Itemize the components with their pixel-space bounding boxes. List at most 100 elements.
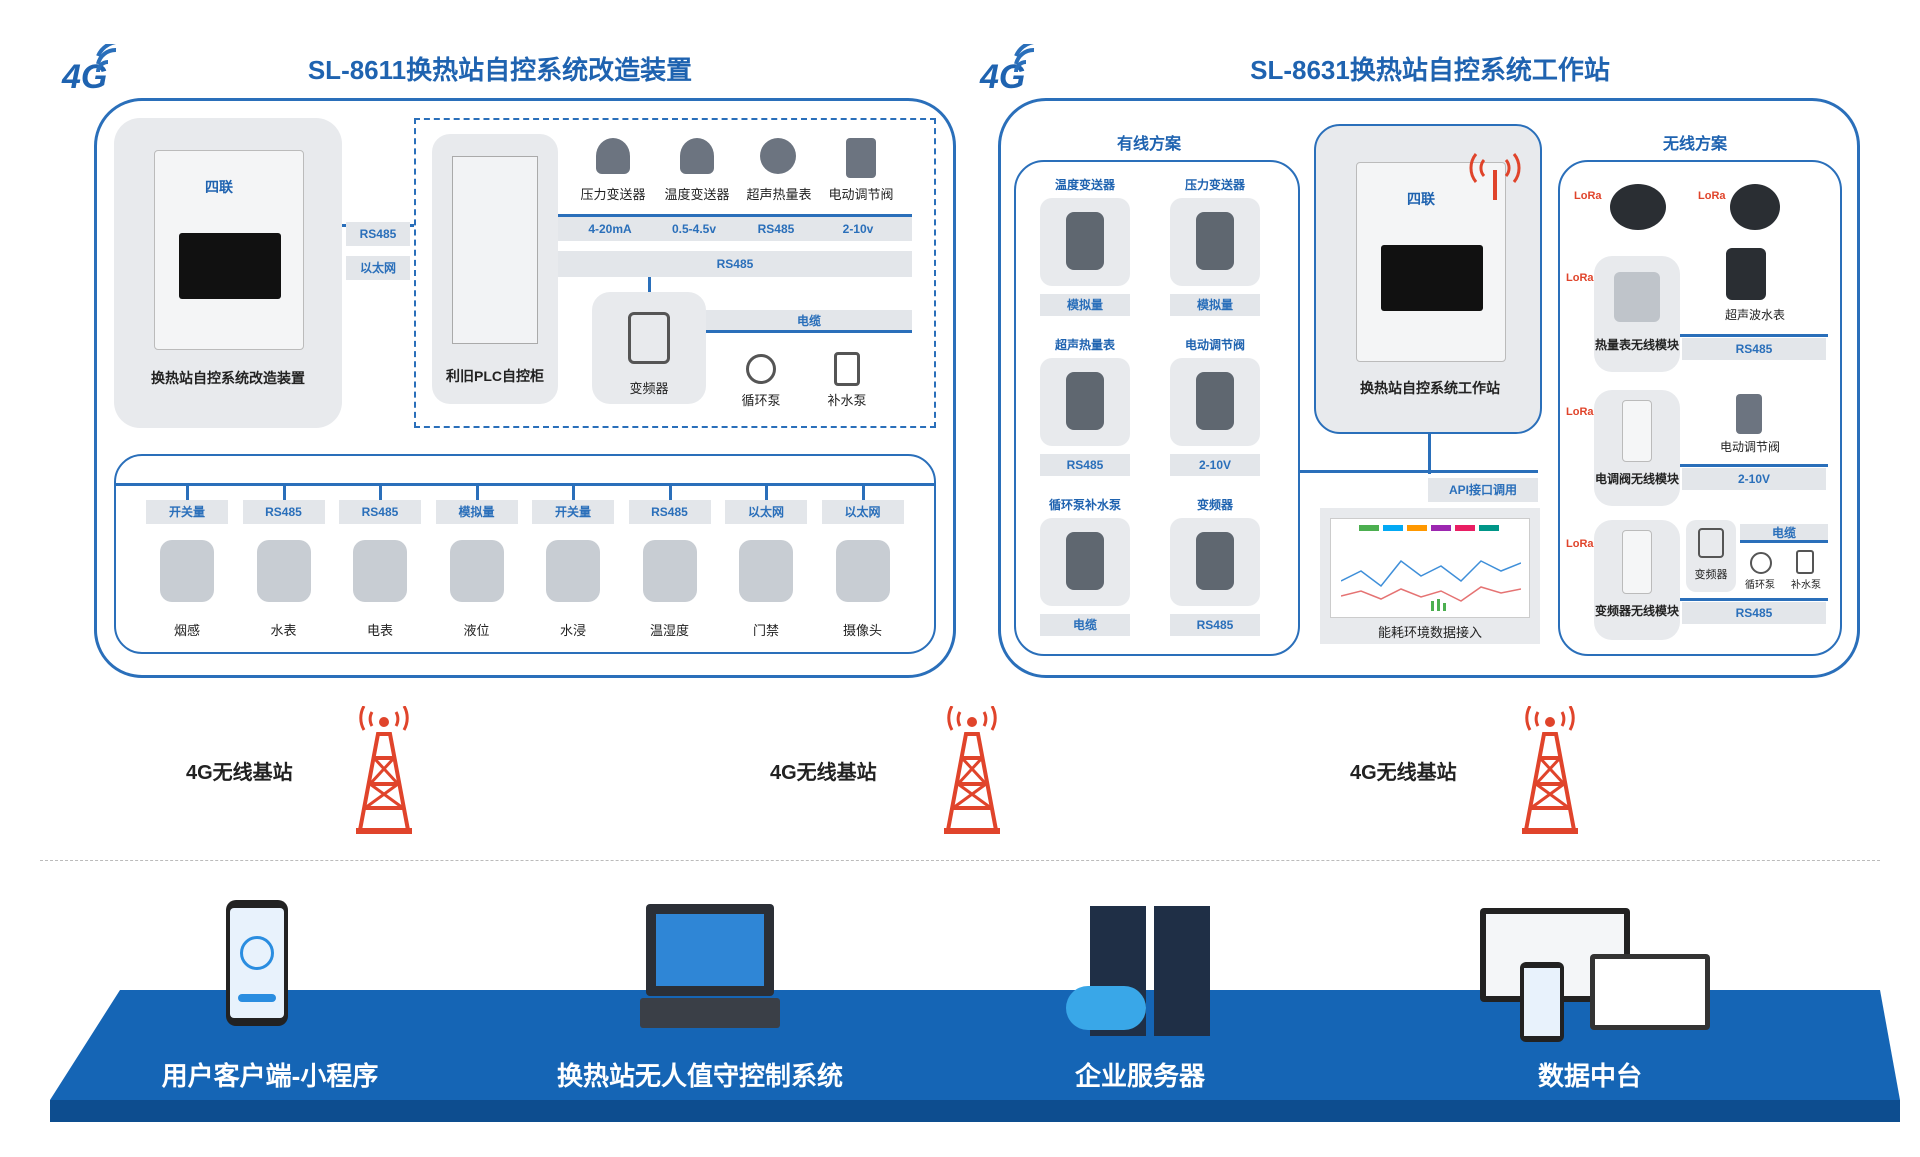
wired-device-label: 循环泵补水泵 xyxy=(1048,498,1121,512)
signal-label: RS485 xyxy=(757,222,795,236)
circulation-pump-label: 循环泵 xyxy=(741,393,781,408)
field-device-connector xyxy=(572,486,575,500)
field-device-label: 液位 xyxy=(463,623,490,638)
gauge-icon xyxy=(240,936,274,970)
wired-signal-tag: 电缆 xyxy=(1040,614,1130,636)
makeup-pump-label: 补水泵 xyxy=(827,393,867,408)
field-device-connector xyxy=(379,486,382,500)
vfd-label: 变频器 xyxy=(629,381,669,396)
rs485-line-b xyxy=(1680,598,1828,601)
wired-signal-tag: 模拟量 xyxy=(1040,294,1130,316)
lora-icon: LoRa xyxy=(1566,272,1594,284)
vfd-module-card: 变频器无线模块 xyxy=(1594,520,1680,640)
wired-device-icon xyxy=(1196,212,1234,270)
wired-device-label: 超声热量表 xyxy=(1054,338,1115,352)
lora-icon: LoRa xyxy=(1574,190,1602,202)
dashboard-screenshot xyxy=(1330,518,1530,618)
vfd-icon xyxy=(1698,528,1724,558)
base-station-label: 4G无线基站 xyxy=(770,762,877,784)
vfd-link-line xyxy=(648,277,651,293)
smartphone-icon xyxy=(226,900,288,1026)
wired-device-card xyxy=(1170,358,1260,446)
wired-device-icon xyxy=(1196,372,1234,430)
lora-icon: LoRa xyxy=(1698,190,1726,202)
water-meter-icon xyxy=(256,540,311,602)
valve-module-label: 电调阀无线模块 xyxy=(1594,472,1679,486)
laptop-icon xyxy=(1590,954,1710,1030)
base-station-label: 4G无线基站 xyxy=(1350,762,1457,784)
sensor-label: 超声热量表 xyxy=(746,187,812,202)
field-device-tag: RS485 xyxy=(628,500,711,524)
laptop-screen xyxy=(1595,959,1705,1025)
bottom-stage xyxy=(50,990,1900,1122)
makeup-pump-icon xyxy=(1796,550,1814,574)
field-device-tag: RS485 xyxy=(339,500,421,524)
base-station-label: 4G无线基站 xyxy=(186,762,293,784)
wired-device-icon xyxy=(1066,532,1104,590)
wifi-signal-icon xyxy=(96,44,117,73)
field-device-label: 水浸 xyxy=(559,623,586,638)
api-tag: API接口调用 xyxy=(1428,478,1538,502)
left-title: SL-8611换热站自控系统改造装置 xyxy=(307,55,693,85)
sensor-label: 压力变送器 xyxy=(580,187,646,202)
valve-label: 电动调节阀 xyxy=(1719,440,1780,454)
access-control-icon xyxy=(739,540,793,602)
wired-link-line xyxy=(1300,470,1538,473)
plc-cabinet-label: 利旧PLC自控柜 xyxy=(446,368,544,384)
cloud-icon xyxy=(1066,986,1146,1030)
workstation-image: 四联 xyxy=(1356,162,1506,362)
wired-panel xyxy=(1014,160,1300,656)
device-screen xyxy=(179,233,281,299)
temp-humidity-sensor-icon xyxy=(642,540,697,602)
cell-tower-icon xyxy=(1522,706,1578,834)
wireless-vfd-label: 变频器 xyxy=(1694,569,1728,581)
valve-signal-line xyxy=(1680,464,1828,467)
wireless-sensor-device-icon xyxy=(1730,184,1780,230)
dashboard-trend-icon xyxy=(1341,559,1521,611)
wireless-module-icon xyxy=(1622,530,1652,594)
phone-screen xyxy=(1524,968,1560,1036)
plc-cabinet-image xyxy=(452,156,538,344)
wired-device-card xyxy=(1040,358,1130,446)
plc-rs485-bus: RS485 xyxy=(558,251,912,277)
laptop-lid xyxy=(646,904,774,996)
retrofit-device-image: 四联 xyxy=(154,150,304,350)
rugged-laptop-icon xyxy=(640,904,780,1034)
wireless-pump2-label: 补水泵 xyxy=(1791,580,1821,591)
field-device-tag: 以太网 xyxy=(821,500,904,524)
circulation-pump-icon xyxy=(1750,552,1772,574)
field-device-tag: 开关量 xyxy=(532,500,614,524)
right-4g-badge: 4G xyxy=(980,44,1035,97)
laptop-base xyxy=(640,998,780,1028)
wireless-panel xyxy=(1558,160,1842,656)
smoke-detector-icon xyxy=(160,540,214,602)
station-screen xyxy=(1381,245,1483,311)
bottom-label-control-system: 换热站无人值守控制系统 xyxy=(556,1061,843,1091)
field-devices-panel xyxy=(114,454,936,654)
link-rs485-tag: RS485 xyxy=(346,222,410,246)
valve-module-card: 电调阀无线模块 xyxy=(1594,390,1680,506)
wireless-cable-bar: 电缆 xyxy=(1740,524,1828,542)
field-device-label: 电表 xyxy=(366,623,393,638)
plc-dashed-region xyxy=(414,118,936,428)
field-device-label: 门禁 xyxy=(752,623,779,638)
field-device-tag: 模拟量 xyxy=(435,500,518,524)
signal-label: 4-20mA xyxy=(588,222,632,236)
field-device-label: 烟感 xyxy=(173,623,200,638)
retrofit-device-card: 四联 换热站自控系统改造装置 xyxy=(114,118,342,428)
field-device-connector xyxy=(668,486,672,500)
retrofit-device-label: 换热站自控系统改造装置 xyxy=(151,370,305,386)
wired-device-label: 温度变送器 xyxy=(1054,178,1115,192)
wired-device-label: 变频器 xyxy=(1196,498,1233,512)
camera-icon xyxy=(835,540,890,602)
field-bus-line xyxy=(116,483,934,486)
water-leak-sensor-icon xyxy=(546,540,600,602)
wired-device-label: 压力变送器 xyxy=(1184,178,1245,192)
ultrasonic-water-meter-icon xyxy=(1726,248,1766,300)
phone-button xyxy=(238,994,276,1002)
sensor-bus-line xyxy=(558,214,912,217)
dashboard-tile xyxy=(1431,525,1451,531)
wired-device-icon xyxy=(1196,532,1234,590)
server-rack-icon xyxy=(1154,906,1210,1036)
